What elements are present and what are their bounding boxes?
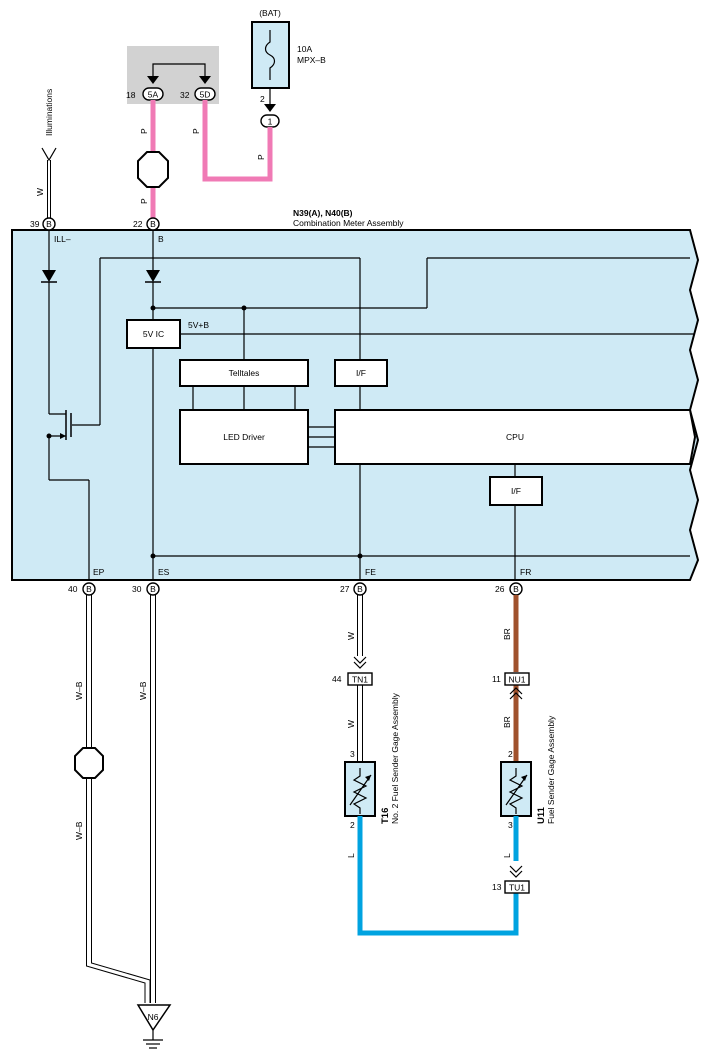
pin-22-conn: B [150, 219, 156, 229]
pink-wires [150, 100, 273, 218]
u11-code: U11 [536, 806, 547, 824]
fuse-icon [264, 30, 276, 80]
conn-5a-label: 5A [148, 90, 159, 100]
pin-39-conn: B [46, 219, 52, 229]
pin-30-conn: B [150, 584, 156, 594]
cpu-block [334, 409, 697, 465]
illuminations-label: Illuminations [44, 89, 54, 136]
ic-label: 5V IC [143, 329, 164, 339]
pin-27-conn: B [357, 584, 363, 594]
tn1-chevron-icon [353, 656, 367, 669]
ground-triangle [136, 1004, 172, 1032]
u11-pin-top: 2 [508, 749, 513, 759]
telltales-block [179, 359, 309, 387]
pin-5d-number: 32 [180, 90, 190, 100]
ic-block [126, 319, 181, 349]
arrow-5a [147, 76, 159, 84]
if-label-lower: I/F [511, 486, 521, 496]
conn-5d-label: 5D [200, 90, 211, 100]
arrow-5d [199, 76, 211, 84]
pin-22-number: 22 [133, 219, 143, 229]
fuse-name: MPX–B [297, 55, 326, 65]
wire-label-l2: L [502, 853, 512, 858]
pin-27-number: 27 [340, 584, 350, 594]
t16-pin-top: 3 [350, 749, 355, 759]
v5b-label: 5V+B [188, 320, 209, 330]
pin-40-conn: B [86, 584, 92, 594]
if-block-lower [489, 476, 543, 506]
if-label-upper: I/F [356, 368, 366, 378]
transistor-icon [60, 410, 72, 440]
nu1-pin: 11 [492, 674, 501, 684]
ground-label: N6 [148, 1012, 159, 1022]
fuse-rating: 10A [297, 44, 312, 54]
led-driver-label: LED Driver [223, 432, 265, 442]
t16-name: No. 2 Fuel Sender Gage Assembly [390, 692, 400, 824]
junction-dots [46, 305, 363, 559]
cpu-label: CPU [506, 432, 524, 442]
meter-name: Combination Meter Assembly [293, 218, 404, 228]
wire-label-br1: BR [502, 628, 512, 640]
pin-26-number: 26 [495, 584, 505, 594]
pin-ep-label: EP [93, 567, 105, 577]
led-driver-block [179, 409, 309, 465]
wire-label-wb1: W–B [74, 681, 84, 700]
u11-pin-bottom: 3 [508, 820, 513, 830]
tn1-pin: 44 [332, 674, 342, 684]
t16-rheostat-icon [349, 768, 372, 814]
pin-39-number: 39 [30, 219, 40, 229]
combination-meter-assembly [11, 229, 700, 581]
pin-40-number: 40 [68, 584, 78, 594]
pin-es-label: ES [158, 567, 170, 577]
pin-fr-label: FR [520, 567, 531, 577]
tu1-pin: 13 [492, 882, 502, 892]
splice-octagon-top [137, 151, 169, 188]
wire-label-w-ill: W [35, 188, 45, 196]
internal-wiring [48, 230, 694, 580]
wire-label-br2: BR [502, 716, 512, 728]
fuse-out-pin: 2 [260, 94, 265, 104]
splice-octagon-bottom [74, 747, 104, 779]
diode-b [146, 270, 160, 282]
wire-label-p2: P [139, 198, 149, 204]
wire-label-p4: P [256, 154, 266, 160]
meter-code: N39(A), N40(B) [293, 208, 353, 218]
fuse-out-conn: 1 [268, 117, 273, 127]
pin-b-label: B [158, 234, 164, 244]
pin-5a-number: 18 [126, 90, 136, 100]
blue-wires [357, 816, 519, 936]
pin-30-number: 30 [132, 584, 142, 594]
tu1-conn: TU1 [509, 883, 525, 893]
nu1-conn: NU1 [508, 675, 525, 685]
diode-ill [42, 270, 56, 282]
wire-label-w-fe2: W [346, 720, 356, 728]
u11-rheostat-icon [505, 768, 528, 814]
ground-icon [143, 1030, 163, 1049]
t16-pin-bottom: 2 [350, 820, 355, 830]
if-block-upper [334, 359, 388, 387]
battery-label: (BAT) [259, 8, 281, 18]
wire-label-l1: L [346, 853, 356, 858]
wire-label-w-fe1: W [346, 632, 356, 640]
tu1-chevron-icon [509, 865, 523, 878]
tn1-conn: TN1 [352, 675, 368, 685]
fe-white-wire [357, 595, 363, 762]
wire-label-wb2: W–B [74, 821, 84, 840]
nu1-chevron-icon [509, 687, 523, 700]
telltales-label: Telltales [229, 368, 260, 378]
illumination-input-arrow [41, 147, 57, 162]
wire-label-wb3: W–B [138, 681, 148, 700]
pin-26-conn: B [513, 584, 519, 594]
wire-label-p3: P [191, 128, 201, 134]
ground-wires [86, 595, 156, 1003]
pin-ill-label: ILL– [54, 234, 71, 244]
wire-label-p1: P [139, 128, 149, 134]
u11-name: Fuel Sender Gage Assembly [546, 715, 556, 824]
pin-fe-label: FE [365, 567, 376, 577]
t16-code: T16 [380, 808, 391, 824]
